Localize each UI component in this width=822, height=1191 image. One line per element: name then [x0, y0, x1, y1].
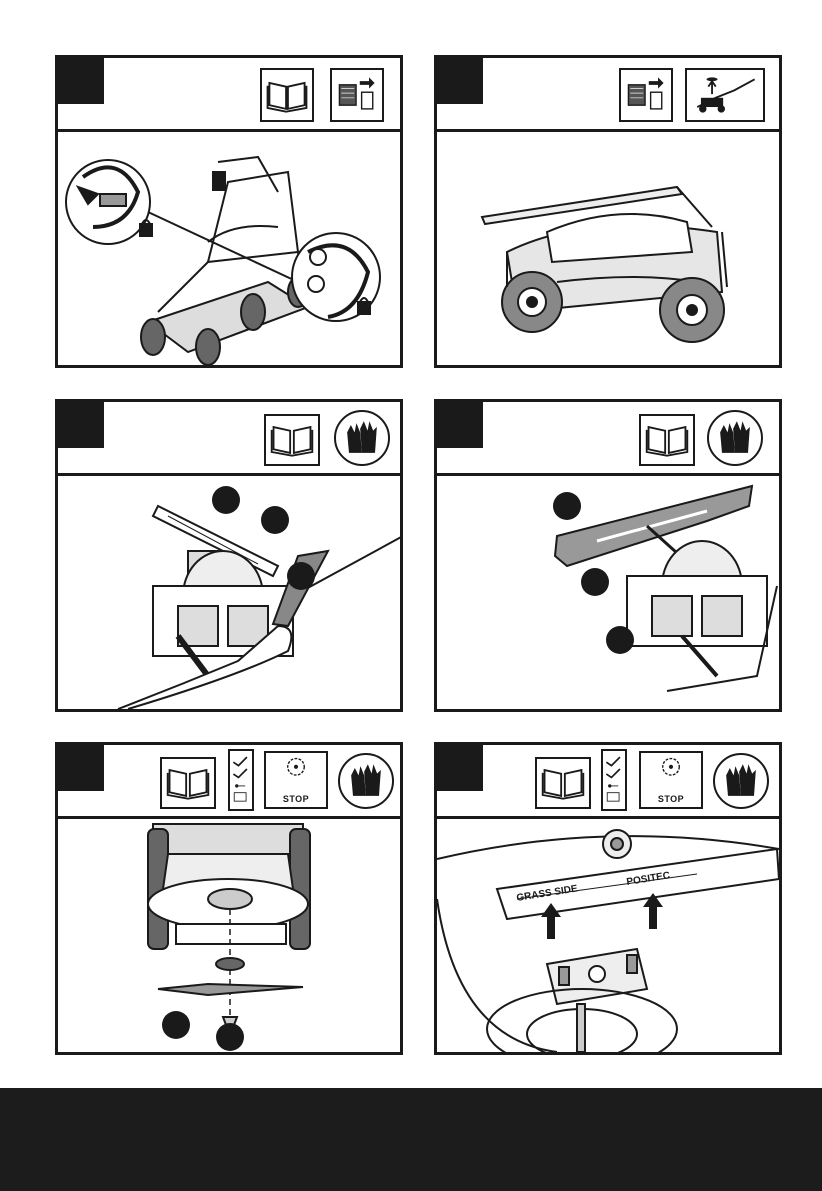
step-panel-1	[55, 55, 403, 368]
footer-bar	[0, 1088, 822, 1191]
panel-header	[437, 58, 779, 132]
stop-label: STOP	[641, 794, 701, 804]
step-panel-2	[434, 55, 782, 368]
gloves-icon	[707, 410, 763, 466]
checklist-icon	[228, 749, 254, 811]
step-number-box	[437, 745, 483, 791]
panel-header: STOP	[58, 745, 400, 819]
checklist-icon	[601, 749, 627, 811]
panel-header	[58, 58, 400, 132]
mower-tilt-icon	[685, 68, 765, 122]
battery-remove-icon	[330, 68, 384, 122]
gloves-icon	[713, 753, 769, 809]
panel-header: STOP	[437, 745, 779, 819]
step-panel-5: STOP	[55, 742, 403, 1055]
battery-remove-icon	[619, 68, 673, 122]
illustration-blade-balance	[437, 476, 779, 709]
step-panel-6: STOP GRASS SIDE POSITEC	[434, 742, 782, 1055]
manual-book-icon	[535, 757, 591, 809]
step-number-box	[58, 402, 104, 448]
gloves-icon	[338, 753, 394, 809]
step-panel-4	[434, 399, 782, 712]
manual-book-icon	[260, 68, 314, 122]
gloves-icon	[334, 410, 390, 466]
illustration-mower-side	[437, 132, 779, 365]
illustration-blade-mounting: GRASS SIDE POSITEC	[437, 819, 779, 1052]
blade-stop-icon: STOP	[639, 751, 703, 809]
panel-header	[58, 402, 400, 476]
stop-label: STOP	[266, 794, 326, 804]
step-number-box	[437, 402, 483, 448]
manual-book-icon	[264, 414, 320, 466]
step-number-box	[58, 58, 104, 104]
illustration-handle-fold	[58, 132, 400, 365]
step-panel-3	[55, 399, 403, 712]
manual-book-icon	[160, 757, 216, 809]
illustration-blade-sharpen	[58, 476, 400, 709]
step-number-box	[58, 745, 104, 791]
illustration-blade-removal	[58, 819, 400, 1052]
step-number-box	[437, 58, 483, 104]
blade-stop-icon: STOP	[264, 751, 328, 809]
manual-book-icon	[639, 414, 695, 466]
panel-header	[437, 402, 779, 476]
